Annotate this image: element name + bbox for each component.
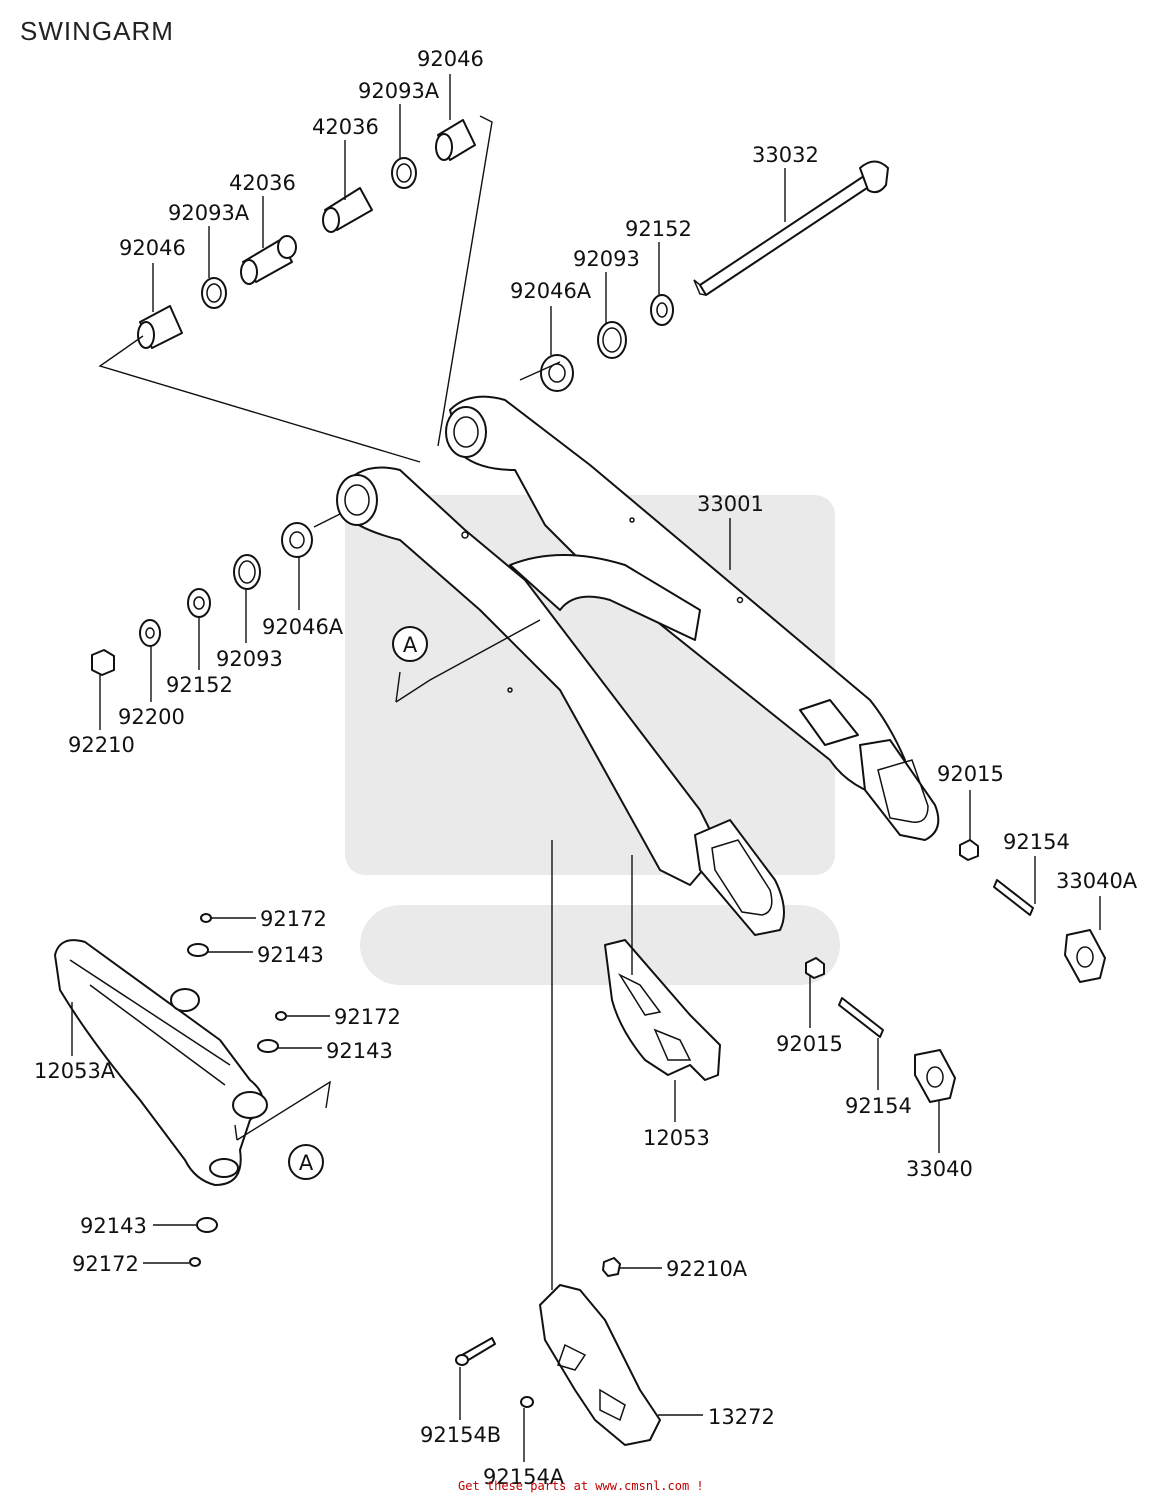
part-labels: 92046 92093A 42036 42036 92093A 92046 33… (34, 47, 1138, 1489)
label-33040: 33040 (906, 1157, 973, 1181)
collar-92046A-top (540, 354, 574, 392)
label-92093A-left: 92093A (168, 201, 250, 225)
bolt-92154B (455, 1337, 496, 1366)
screw-92172-a (200, 913, 212, 923)
washer-92143-b (257, 1039, 279, 1053)
label-92143-a: 92143 (257, 943, 324, 967)
washer-92152-bot (187, 588, 211, 618)
washer-92152-top (650, 294, 674, 326)
bolt-92154A (520, 1396, 534, 1408)
washer-92143-a (187, 943, 209, 957)
pivot-bore-left (336, 474, 378, 526)
callout-a-top-label: A (403, 633, 418, 657)
callout-a-top: A (392, 626, 428, 662)
label-92152-bot: 92152 (166, 673, 233, 697)
label-92046A-bot: 92046A (262, 615, 344, 639)
label-13272: 13272 (708, 1405, 775, 1429)
nut-92210A (602, 1257, 621, 1277)
collar-42036-left (240, 235, 297, 285)
nut-92015-b (805, 957, 825, 979)
label-12053A: 12053A (34, 1059, 116, 1083)
pivot-shaft-33032 (693, 160, 889, 296)
seal-92093-bot (233, 554, 261, 590)
chain-guide-12053 (604, 939, 721, 1081)
washer-92200 (139, 619, 161, 647)
label-92015-b: 92015 (776, 1032, 843, 1056)
chain-guard-13272 (539, 1284, 661, 1446)
label-42036-left: 42036 (229, 171, 296, 195)
label-92172-a: 92172 (260, 907, 327, 931)
bolt-92154-a (993, 879, 1034, 916)
callout-a-bottom: A (288, 1144, 324, 1180)
label-33001: 33001 (697, 492, 764, 516)
label-33040A: 33040A (1056, 869, 1138, 893)
label-92093A-top: 92093A (358, 79, 440, 103)
seal-92093A-left (201, 277, 227, 309)
label-92143-b: 92143 (326, 1039, 393, 1063)
label-92154-b: 92154 (845, 1094, 912, 1118)
callout-a-bottom-label: A (299, 1151, 314, 1175)
chain-slider-12053A (54, 939, 268, 1186)
bolt-92154-b (838, 997, 884, 1038)
label-92154A: 92154A (483, 1465, 565, 1489)
page-title: SWINGARM (20, 16, 174, 46)
label-33032: 33032 (752, 143, 819, 167)
adjuster-33040A (1064, 929, 1106, 983)
adjuster-33040 (914, 1049, 956, 1103)
seal-92093-top (597, 321, 627, 359)
screw-92172-c (189, 1257, 201, 1267)
label-92172-b: 92172 (334, 1005, 401, 1029)
leader-lines (71, 74, 1101, 1462)
nut-92015-a (959, 839, 979, 861)
label-92152-top: 92152 (625, 217, 692, 241)
collar-92046A-bot (281, 522, 313, 558)
label-92015-a: 92015 (937, 762, 1004, 786)
label-92143-c: 92143 (80, 1214, 147, 1238)
label-42036-top: 42036 (312, 115, 379, 139)
label-92093-top: 92093 (573, 247, 640, 271)
label-92046-top: 92046 (417, 47, 484, 71)
label-92210A: 92210A (666, 1257, 748, 1281)
nut-92210 (91, 649, 115, 676)
assembly-lines (98, 115, 561, 528)
label-12053: 12053 (643, 1126, 710, 1150)
label-92172-c: 92172 (72, 1252, 139, 1276)
bearing-92046-top (435, 119, 476, 161)
swingarm-33001 (336, 395, 940, 936)
washer-92143-c (196, 1217, 218, 1233)
collar-42036-top (322, 187, 373, 233)
label-92046A-top: 92046A (510, 279, 592, 303)
label-92046-left: 92046 (119, 236, 186, 260)
label-92093-bot: 92093 (216, 647, 283, 671)
seal-92093A-top (391, 157, 417, 189)
label-92154-a: 92154 (1003, 830, 1070, 854)
label-92210: 92210 (68, 733, 135, 757)
bearing-92046-left (137, 305, 183, 349)
screw-92172-b (275, 1011, 287, 1021)
label-92154B: 92154B (420, 1423, 501, 1447)
footer-link-text: Get these parts at www.cmsnl.com ! (458, 1479, 704, 1493)
pivot-bore-right (445, 406, 487, 458)
label-92200: 92200 (118, 705, 185, 729)
